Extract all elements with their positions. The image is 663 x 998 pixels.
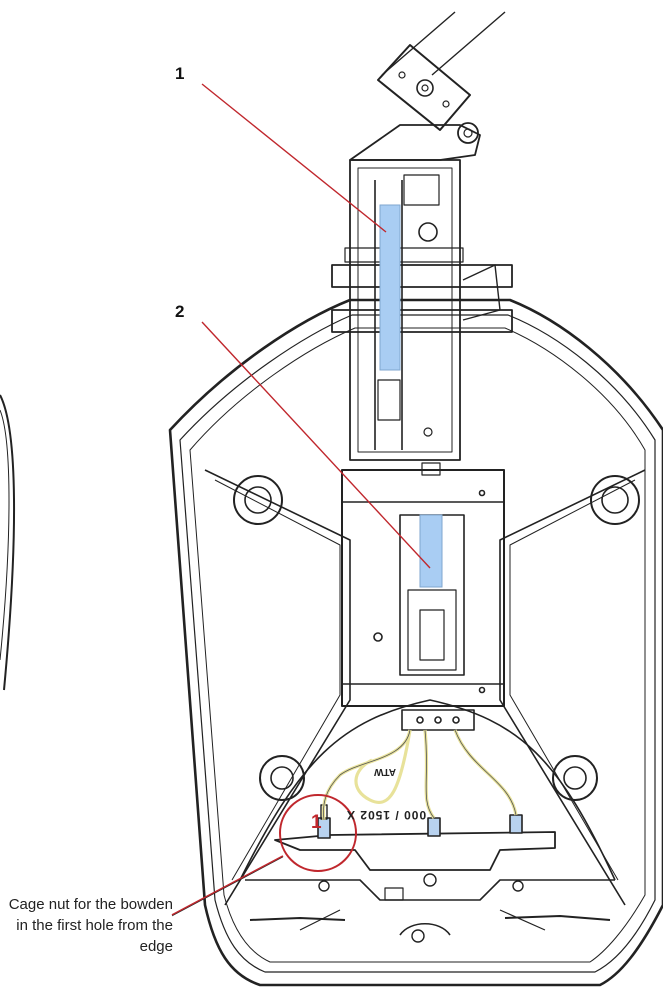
callout-number-1: 1 [175, 64, 185, 83]
engraved-text-small: ATW [374, 766, 397, 777]
caption-text: Cage nut for the bowden in the first hol… [8, 896, 173, 955]
leader-line-2 [201, 321, 431, 569]
mounting-lug-right [590, 475, 640, 525]
upper-arm [349, 11, 506, 161]
inner-frame [204, 469, 351, 906]
circle-marker-number: 1 [311, 812, 322, 833]
connector-middle [427, 817, 441, 837]
mounting-lug-bottom-right [552, 755, 598, 801]
highlight-circle [279, 794, 357, 872]
lift-column [331, 159, 513, 461]
bottom-plate [245, 831, 615, 943]
leader-line-1 [201, 83, 387, 233]
caption-leader [171, 855, 284, 916]
lower-box [341, 462, 505, 731]
connector-right [509, 814, 523, 834]
highlight-part-1 [379, 204, 401, 371]
cable-outlines [323, 729, 517, 821]
left-housing-edge [0, 394, 16, 691]
mounting-lug-left [233, 475, 283, 525]
engraved-text: 000 / 1502 X [346, 808, 427, 822]
callout-number-2: 2 [175, 302, 185, 321]
cables [321, 729, 518, 821]
highlight-part-2 [419, 514, 443, 588]
main-housing-outer [168, 298, 663, 987]
mounting-lug-bottom-left [259, 755, 305, 801]
